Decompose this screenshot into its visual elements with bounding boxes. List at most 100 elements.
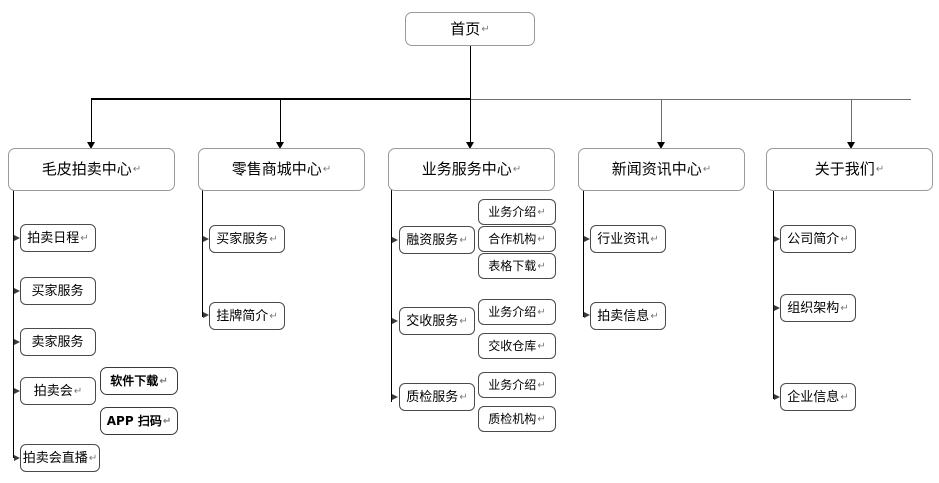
node-partner-institutions[interactable]: 合作机构↵ bbox=[478, 226, 556, 252]
node-buyer-service-c1[interactable]: 买家服务 bbox=[20, 277, 96, 305]
connector-drop-5 bbox=[851, 99, 852, 143]
pilcrow-mark: ↵ bbox=[459, 234, 468, 246]
node-delivery-business-intro[interactable]: 业务介绍↵ bbox=[478, 299, 556, 325]
arrow-right-c4-1 bbox=[584, 236, 590, 242]
node-news-info-center[interactable]: 新闻资讯中心↵ bbox=[578, 148, 745, 191]
node-label: 软件下载 bbox=[110, 374, 159, 388]
node-auction-info[interactable]: 拍卖信息↵ bbox=[590, 302, 666, 330]
node-about-us[interactable]: 关于我们↵ bbox=[766, 148, 933, 191]
pilcrow-mark: ↵ bbox=[537, 206, 546, 218]
arrow-right-c3-3 bbox=[392, 394, 398, 400]
node-label: 融资服务 bbox=[406, 232, 459, 248]
arrow-right-c3-1 bbox=[392, 237, 398, 243]
arrow-right-c1-5 bbox=[14, 455, 20, 461]
connector-drop-4 bbox=[661, 99, 662, 143]
node-seller-service[interactable]: 卖家服务 bbox=[20, 328, 96, 356]
node-app-qr-code[interactable]: APP 扫码↵ bbox=[100, 407, 178, 435]
connector-trunk-col1 bbox=[13, 190, 14, 458]
pilcrow-mark: ↵ bbox=[73, 385, 83, 397]
node-listing-intro[interactable]: 挂牌简介↵ bbox=[209, 302, 285, 330]
connector-root-stem bbox=[470, 46, 471, 99]
node-inspection-institutions[interactable]: 质检机构↵ bbox=[478, 406, 556, 432]
node-label: 行业资讯 bbox=[597, 231, 650, 247]
node-label: 拍卖会 bbox=[33, 383, 73, 399]
node-home-label: 首页 bbox=[450, 19, 481, 38]
node-fur-auction-center[interactable]: 毛皮拍卖中心↵ bbox=[8, 148, 175, 191]
arrow-down-5 bbox=[847, 142, 855, 149]
connector-trunk-col3 bbox=[391, 190, 392, 402]
node-auction-event[interactable]: 拍卖会↵ bbox=[20, 377, 96, 405]
node-label: 业务介绍 bbox=[488, 305, 537, 319]
node-label: 业务介绍 bbox=[488, 378, 537, 392]
pilcrow-mark: ↵ bbox=[840, 233, 849, 245]
arrow-right-c4-2 bbox=[584, 312, 590, 318]
node-industry-news[interactable]: 行业资讯↵ bbox=[590, 225, 666, 253]
node-label: 合作机构 bbox=[488, 232, 537, 246]
node-label: 业务服务中心 bbox=[421, 160, 512, 178]
node-label: 买家服务 bbox=[31, 283, 84, 299]
node-auction-schedule[interactable]: 拍卖日程↵ bbox=[20, 224, 96, 252]
pilcrow-mark: ↵ bbox=[537, 413, 546, 425]
pilcrow-mark: ↵ bbox=[269, 310, 278, 322]
node-home[interactable]: 首页↵ bbox=[405, 12, 535, 46]
arrow-right-c1-1 bbox=[14, 235, 20, 241]
pilcrow-mark: ↵ bbox=[840, 391, 849, 403]
pilcrow-mark: ↵ bbox=[481, 23, 490, 35]
arrow-right-c2-1 bbox=[203, 236, 209, 242]
node-label: 卖家服务 bbox=[31, 334, 84, 350]
connector-bus-right bbox=[470, 99, 911, 100]
node-delivery-service[interactable]: 交收服务↵ bbox=[399, 307, 475, 335]
node-auction-live[interactable]: 拍卖会直播↵ bbox=[20, 444, 100, 472]
pilcrow-mark: ↵ bbox=[512, 164, 522, 175]
node-label: 挂牌简介 bbox=[216, 308, 269, 324]
pilcrow-mark: ↵ bbox=[537, 233, 546, 245]
node-label: 零售商城中心 bbox=[231, 160, 322, 178]
node-label: 质检机构 bbox=[488, 412, 537, 426]
node-business-service-center[interactable]: 业务服务中心↵ bbox=[388, 148, 555, 191]
node-software-download[interactable]: 软件下载↵ bbox=[100, 367, 178, 395]
node-label: 表格下载 bbox=[488, 259, 537, 273]
node-org-structure[interactable]: 组织架构↵ bbox=[780, 294, 856, 322]
connector-drop-3 bbox=[470, 98, 471, 143]
node-delivery-warehouse[interactable]: 交收仓库↵ bbox=[478, 333, 556, 359]
pilcrow-mark: ↵ bbox=[650, 310, 659, 322]
node-company-profile[interactable]: 公司简介↵ bbox=[780, 225, 856, 253]
node-label: APP 扫码 bbox=[106, 414, 162, 428]
pilcrow-mark: ↵ bbox=[650, 233, 659, 245]
node-financing-service[interactable]: 融资服务↵ bbox=[399, 226, 475, 254]
node-label: 质检服务 bbox=[406, 389, 459, 405]
connector-bus-left bbox=[91, 98, 471, 100]
node-label: 毛皮拍卖中心 bbox=[41, 160, 132, 178]
node-label: 关于我们 bbox=[814, 160, 875, 178]
node-form-download[interactable]: 表格下载↵ bbox=[478, 253, 556, 279]
node-retail-mall-center[interactable]: 零售商城中心↵ bbox=[198, 148, 365, 191]
pilcrow-mark: ↵ bbox=[132, 164, 142, 175]
node-label: 公司简介 bbox=[787, 231, 840, 247]
arrow-right-c1-2 bbox=[14, 288, 20, 294]
pilcrow-mark: ↵ bbox=[459, 315, 468, 327]
pilcrow-mark: ↵ bbox=[159, 375, 168, 387]
pilcrow-mark: ↵ bbox=[702, 164, 712, 175]
arrow-down-2 bbox=[276, 142, 284, 149]
arrow-right-c5-1 bbox=[774, 236, 780, 242]
pilcrow-mark: ↵ bbox=[88, 452, 98, 464]
connector-trunk-col4 bbox=[583, 190, 584, 317]
node-label: 组织架构 bbox=[787, 300, 840, 316]
node-label: 买家服务 bbox=[216, 231, 269, 247]
pilcrow-mark: ↵ bbox=[269, 233, 278, 245]
arrow-right-c3-2 bbox=[392, 318, 398, 324]
node-buyer-service-c2[interactable]: 买家服务↵ bbox=[209, 225, 285, 253]
pilcrow-mark: ↵ bbox=[322, 164, 332, 175]
pilcrow-mark: ↵ bbox=[459, 391, 468, 403]
arrow-right-c1-4 bbox=[14, 388, 20, 394]
pilcrow-mark: ↵ bbox=[537, 260, 546, 272]
node-quality-inspection-service[interactable]: 质检服务↵ bbox=[399, 383, 475, 411]
node-inspection-business-intro[interactable]: 业务介绍↵ bbox=[478, 372, 556, 398]
arrow-right-c1-3 bbox=[14, 339, 20, 345]
node-financing-business-intro[interactable]: 业务介绍↵ bbox=[478, 199, 556, 225]
node-enterprise-info[interactable]: 企业信息↵ bbox=[780, 383, 856, 411]
pilcrow-mark: ↵ bbox=[537, 340, 546, 352]
arrow-down-1 bbox=[87, 142, 95, 149]
arrow-down-4 bbox=[657, 142, 665, 149]
